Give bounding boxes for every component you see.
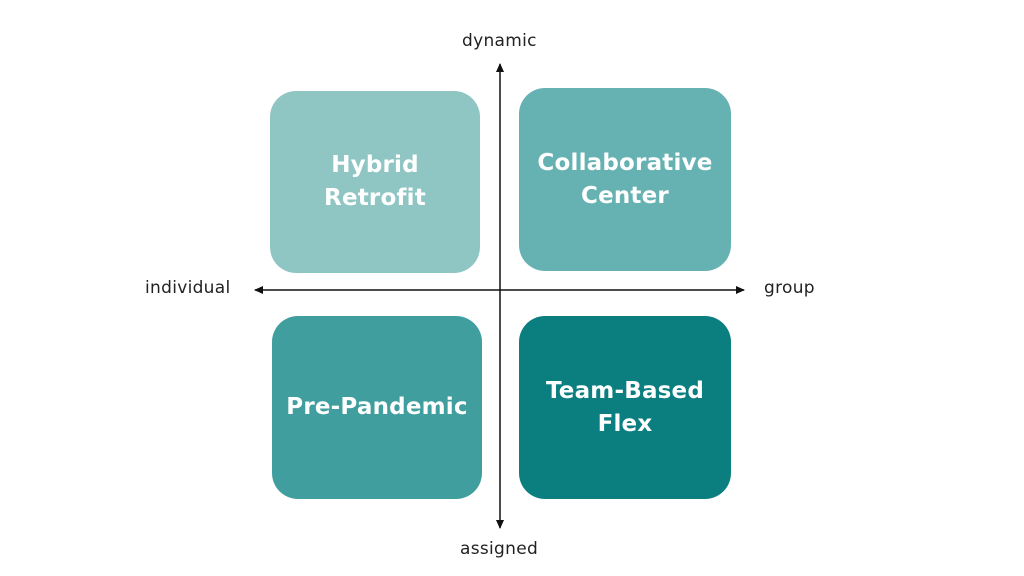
- quadrant-label: Hybrid Retrofit: [324, 152, 426, 211]
- axis-label-top: dynamic: [462, 31, 537, 51]
- axis-label-right: group: [764, 278, 815, 298]
- quadrant-label: Pre-Pandemic: [286, 394, 468, 420]
- quadrant-team-based-flex: Team-Based Flex: [519, 316, 731, 499]
- quadrant-pre-pandemic: Pre-Pandemic: [272, 316, 482, 499]
- axis-label-left: individual: [145, 278, 231, 298]
- quadrant-label: Collaborative Center: [537, 149, 713, 209]
- quadrant-collaborative-center: Collaborative Center: [519, 88, 731, 271]
- quadrant-hybrid-retrofit: Hybrid Retrofit: [270, 91, 480, 273]
- quadrant-label: Team-Based Flex: [545, 377, 705, 437]
- axis-label-bottom: assigned: [460, 539, 539, 559]
